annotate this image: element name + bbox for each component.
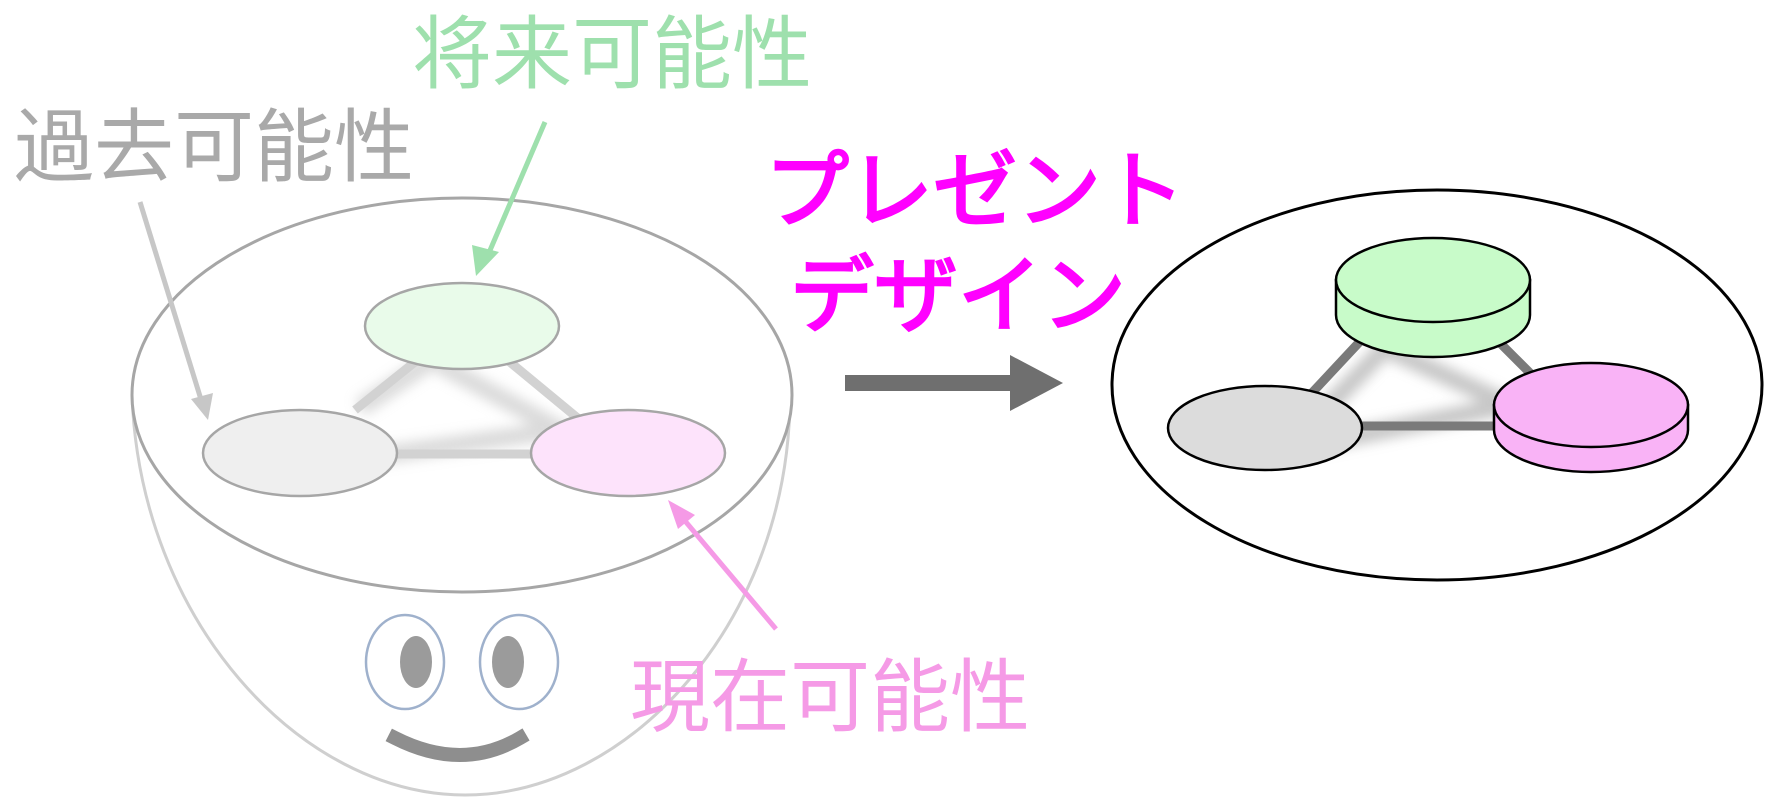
present-possibility-disc [529, 408, 727, 498]
present-design-cylinder [1492, 361, 1690, 474]
present-pointer-arrow [678, 513, 778, 631]
future-possibility-label: 将来可能性 [412, 8, 812, 101]
future-cylinder-top [1334, 236, 1532, 324]
future-pointer-arrowhead [472, 245, 499, 276]
result-outline [1110, 188, 1764, 582]
future-possibility-disc [363, 281, 561, 371]
annotation-arrows [137, 121, 778, 631]
bowl-face-illustration [130, 196, 794, 797]
possibility-triangle-faded [352, 354, 583, 459]
edge-future-present [502, 354, 583, 424]
smiling-bowl-face-icon [364, 613, 560, 762]
present-pointer-arrowhead [668, 500, 695, 529]
present-possibility-label: 現在可能性 [630, 651, 1030, 744]
past-possibility-label: 過去可能性 [14, 101, 414, 194]
past-pointer-arrow [137, 201, 206, 407]
smile-mouth [385, 728, 530, 762]
past-possibility-disc [201, 408, 399, 498]
present-cylinder-top [1492, 361, 1690, 449]
right-pupil [492, 636, 524, 688]
present-design-label-line1: プレゼント [765, 142, 1185, 240]
edge-past-future [352, 354, 423, 414]
triangle-shadow-left [355, 349, 589, 467]
left-pupil [400, 636, 432, 688]
past-design-disc [1166, 384, 1364, 472]
past-pointer-arrowhead [191, 393, 213, 420]
transform-arrow-head [1010, 355, 1063, 411]
future-design-cylinder [1334, 236, 1532, 359]
right-arrow-icon [845, 355, 1063, 411]
future-pointer-arrow [482, 121, 548, 263]
transform-arrow-shaft [845, 375, 1015, 391]
present-design-result [1110, 188, 1764, 582]
present-design-label-line2: デザイン [790, 247, 1126, 345]
